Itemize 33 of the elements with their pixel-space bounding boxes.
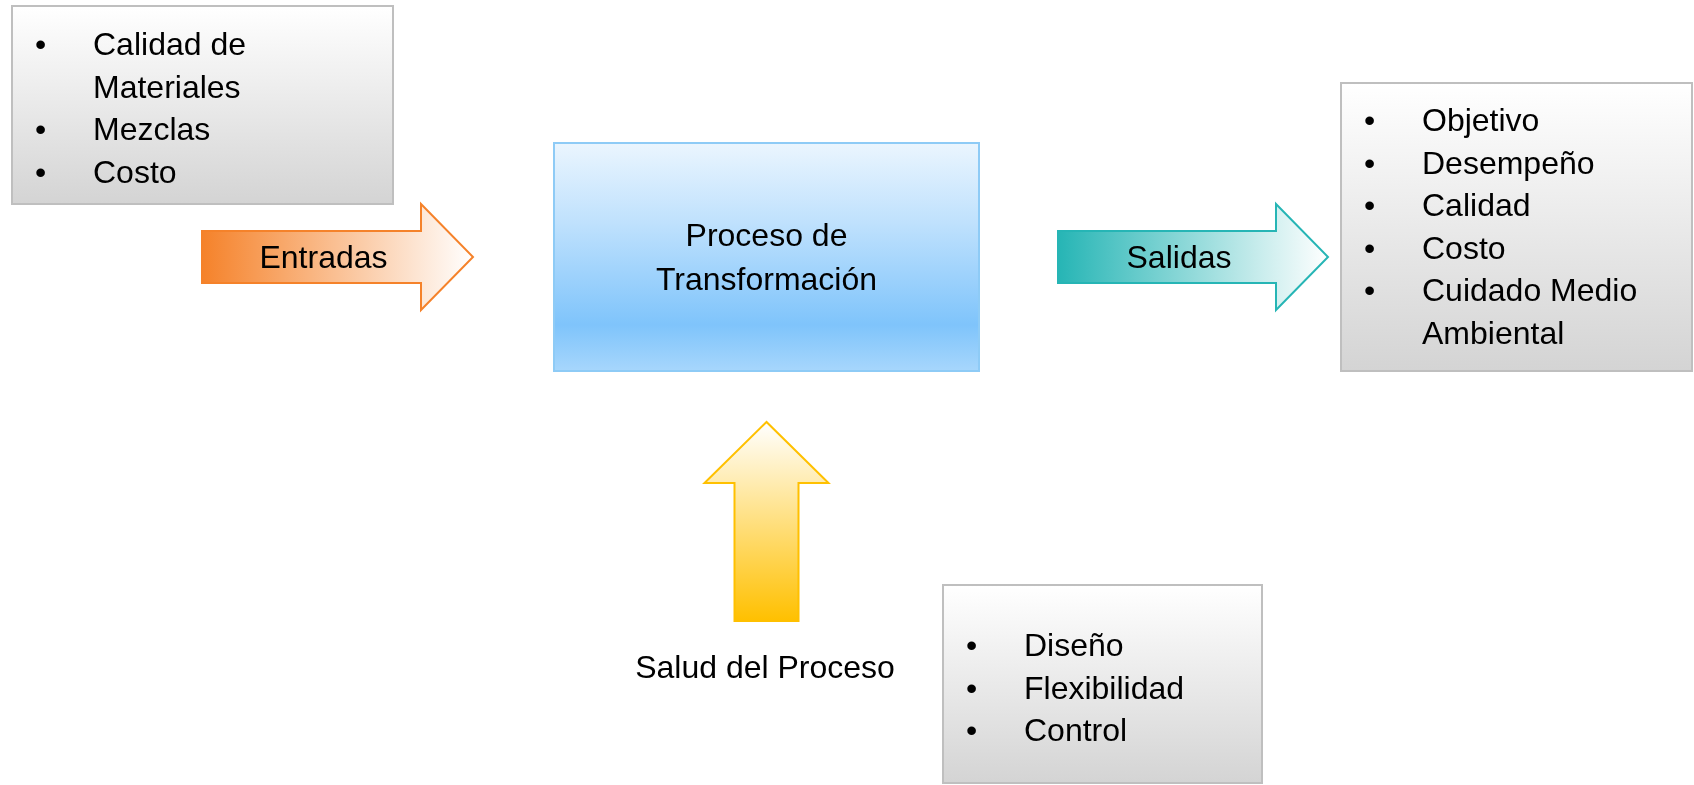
bullet: • (35, 25, 47, 64)
arrow-label: Entradas (259, 238, 388, 276)
list-text: Objetivo (1422, 102, 1540, 138)
block-arrow (1057, 201, 1330, 313)
bullet: • (1364, 143, 1376, 183)
list-text: Control (1024, 712, 1128, 748)
arrow-label: Salidas (1126, 238, 1232, 276)
bullet: • (1364, 101, 1376, 140)
bullet: • (966, 626, 978, 665)
process-label: Proceso de Transformación (654, 216, 879, 299)
process-box (553, 142, 980, 372)
bullet: • (35, 152, 47, 192)
block-arrow (702, 420, 831, 622)
bullet: • (1364, 186, 1376, 225)
bullet: • (966, 668, 978, 708)
bullet-list-box (1340, 82, 1693, 372)
list-text: Mezclas (93, 111, 211, 147)
bullet-list-box (942, 584, 1263, 784)
block-arrow (201, 201, 475, 313)
list-text: Costo (93, 153, 177, 190)
list-text: Flexibilidad (1024, 669, 1185, 706)
bullet-list-box (11, 5, 394, 205)
bullet: • (966, 711, 978, 750)
input-label: Salud del Proceso (635, 648, 895, 686)
list-text: Calidad de Materiales (93, 26, 246, 105)
list-text: Desempeño (1422, 144, 1595, 181)
list-text: Calidad (1422, 187, 1531, 223)
list-text: Diseño (1024, 627, 1124, 663)
list-text: Costo (1422, 229, 1506, 266)
list-text: Cuidado Medio Ambiental (1422, 272, 1638, 351)
bullet: • (1364, 271, 1376, 310)
bullet: • (35, 110, 47, 149)
bullet: • (1364, 228, 1376, 268)
